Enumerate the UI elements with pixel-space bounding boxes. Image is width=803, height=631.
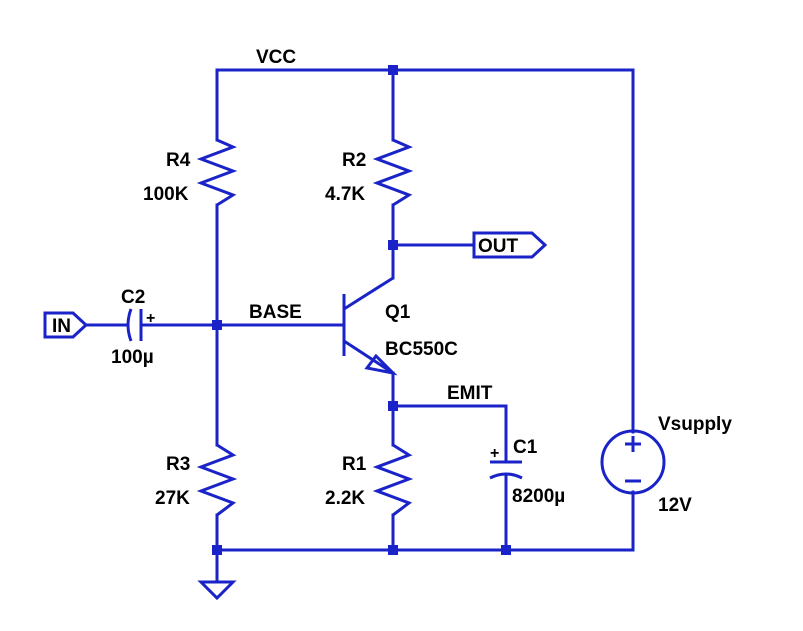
junction-gnd-mid [388,545,398,555]
resistor-r2 [372,138,414,207]
resistor-r1 [372,443,414,517]
net-label-base: BASE [249,302,302,323]
r3-name: R3 [166,454,190,475]
junction-gnd-right [501,545,511,555]
capacitor-c1: + [489,445,523,480]
r4-value: 100K [143,184,189,205]
net-label-vcc: VCC [256,47,296,68]
junction-emit [388,401,398,411]
capacitor-c2: + [126,308,155,342]
port-out: OUT [472,231,548,259]
net-label-emit: EMIT [447,383,493,404]
r1-value: 2.2K [325,488,365,509]
junction-gnd-left [212,545,222,555]
junction-vcc [388,65,398,75]
wires [84,68,635,584]
resistor-r3 [196,443,238,517]
r2-value: 4.7K [325,184,365,205]
junction-base [212,320,222,330]
q1-name: Q1 [385,302,411,323]
r3-value: 27K [155,488,190,509]
port-out-label: OUT [478,236,519,257]
r1-name: R1 [342,454,367,475]
transistor-q1 [342,276,398,376]
junction-out [388,240,398,250]
c2-value: 100µ [111,347,154,368]
vsupply-value: 12V [658,495,692,516]
r4-name: R4 [166,150,191,171]
junctions [212,65,511,555]
voltage-source-vsupply [600,429,666,495]
ground-icon [197,580,237,601]
emitter-arrow-icon [364,353,398,376]
port-in: IN [43,311,89,339]
vsupply-name: Vsupply [658,414,732,435]
r2-name: R2 [342,150,366,171]
c2-name: C2 [121,287,145,308]
port-in-label: IN [52,316,71,337]
c2-polarity: + [146,310,155,327]
resistor-r4 [196,138,238,207]
c1-polarity: + [490,445,499,462]
c1-value: 8200µ [512,486,565,507]
c1-name: C1 [513,437,538,458]
q1-value: BC550C [385,339,458,360]
